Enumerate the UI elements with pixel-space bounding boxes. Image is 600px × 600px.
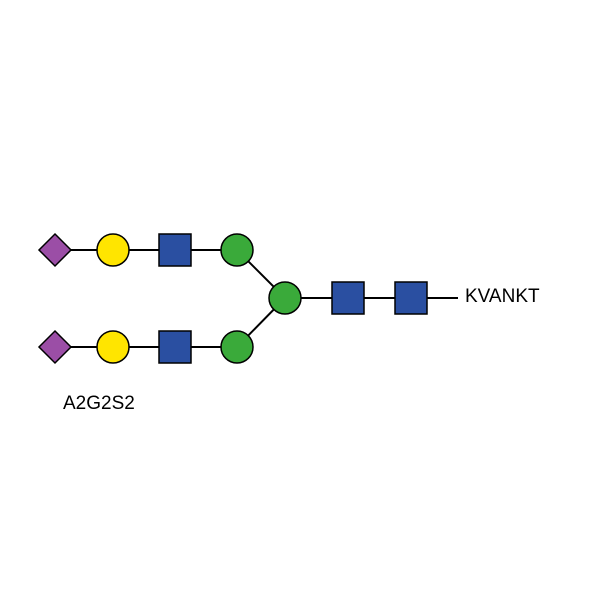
- core-mannose-circle-icon: [268, 281, 302, 315]
- peptide-label: KVANKT: [465, 286, 540, 307]
- core-glcnac-2-square-icon: [394, 281, 428, 315]
- lower-glcnac-square-icon: [158, 330, 192, 364]
- upper-galactose-circle-icon: [96, 233, 130, 267]
- upper-sialic-acid-diamond-icon: [37, 232, 73, 268]
- lower-sialic-acid-diamond-icon: [37, 329, 73, 365]
- glycan-name-label: A2G2S2: [63, 393, 135, 414]
- lower-galactose-circle-icon: [96, 330, 130, 364]
- upper-mannose-circle-icon: [220, 233, 254, 267]
- lower-mannose-circle-icon: [220, 330, 254, 364]
- upper-glcnac-square-icon: [158, 233, 192, 267]
- core-glcnac-1-square-icon: [331, 281, 365, 315]
